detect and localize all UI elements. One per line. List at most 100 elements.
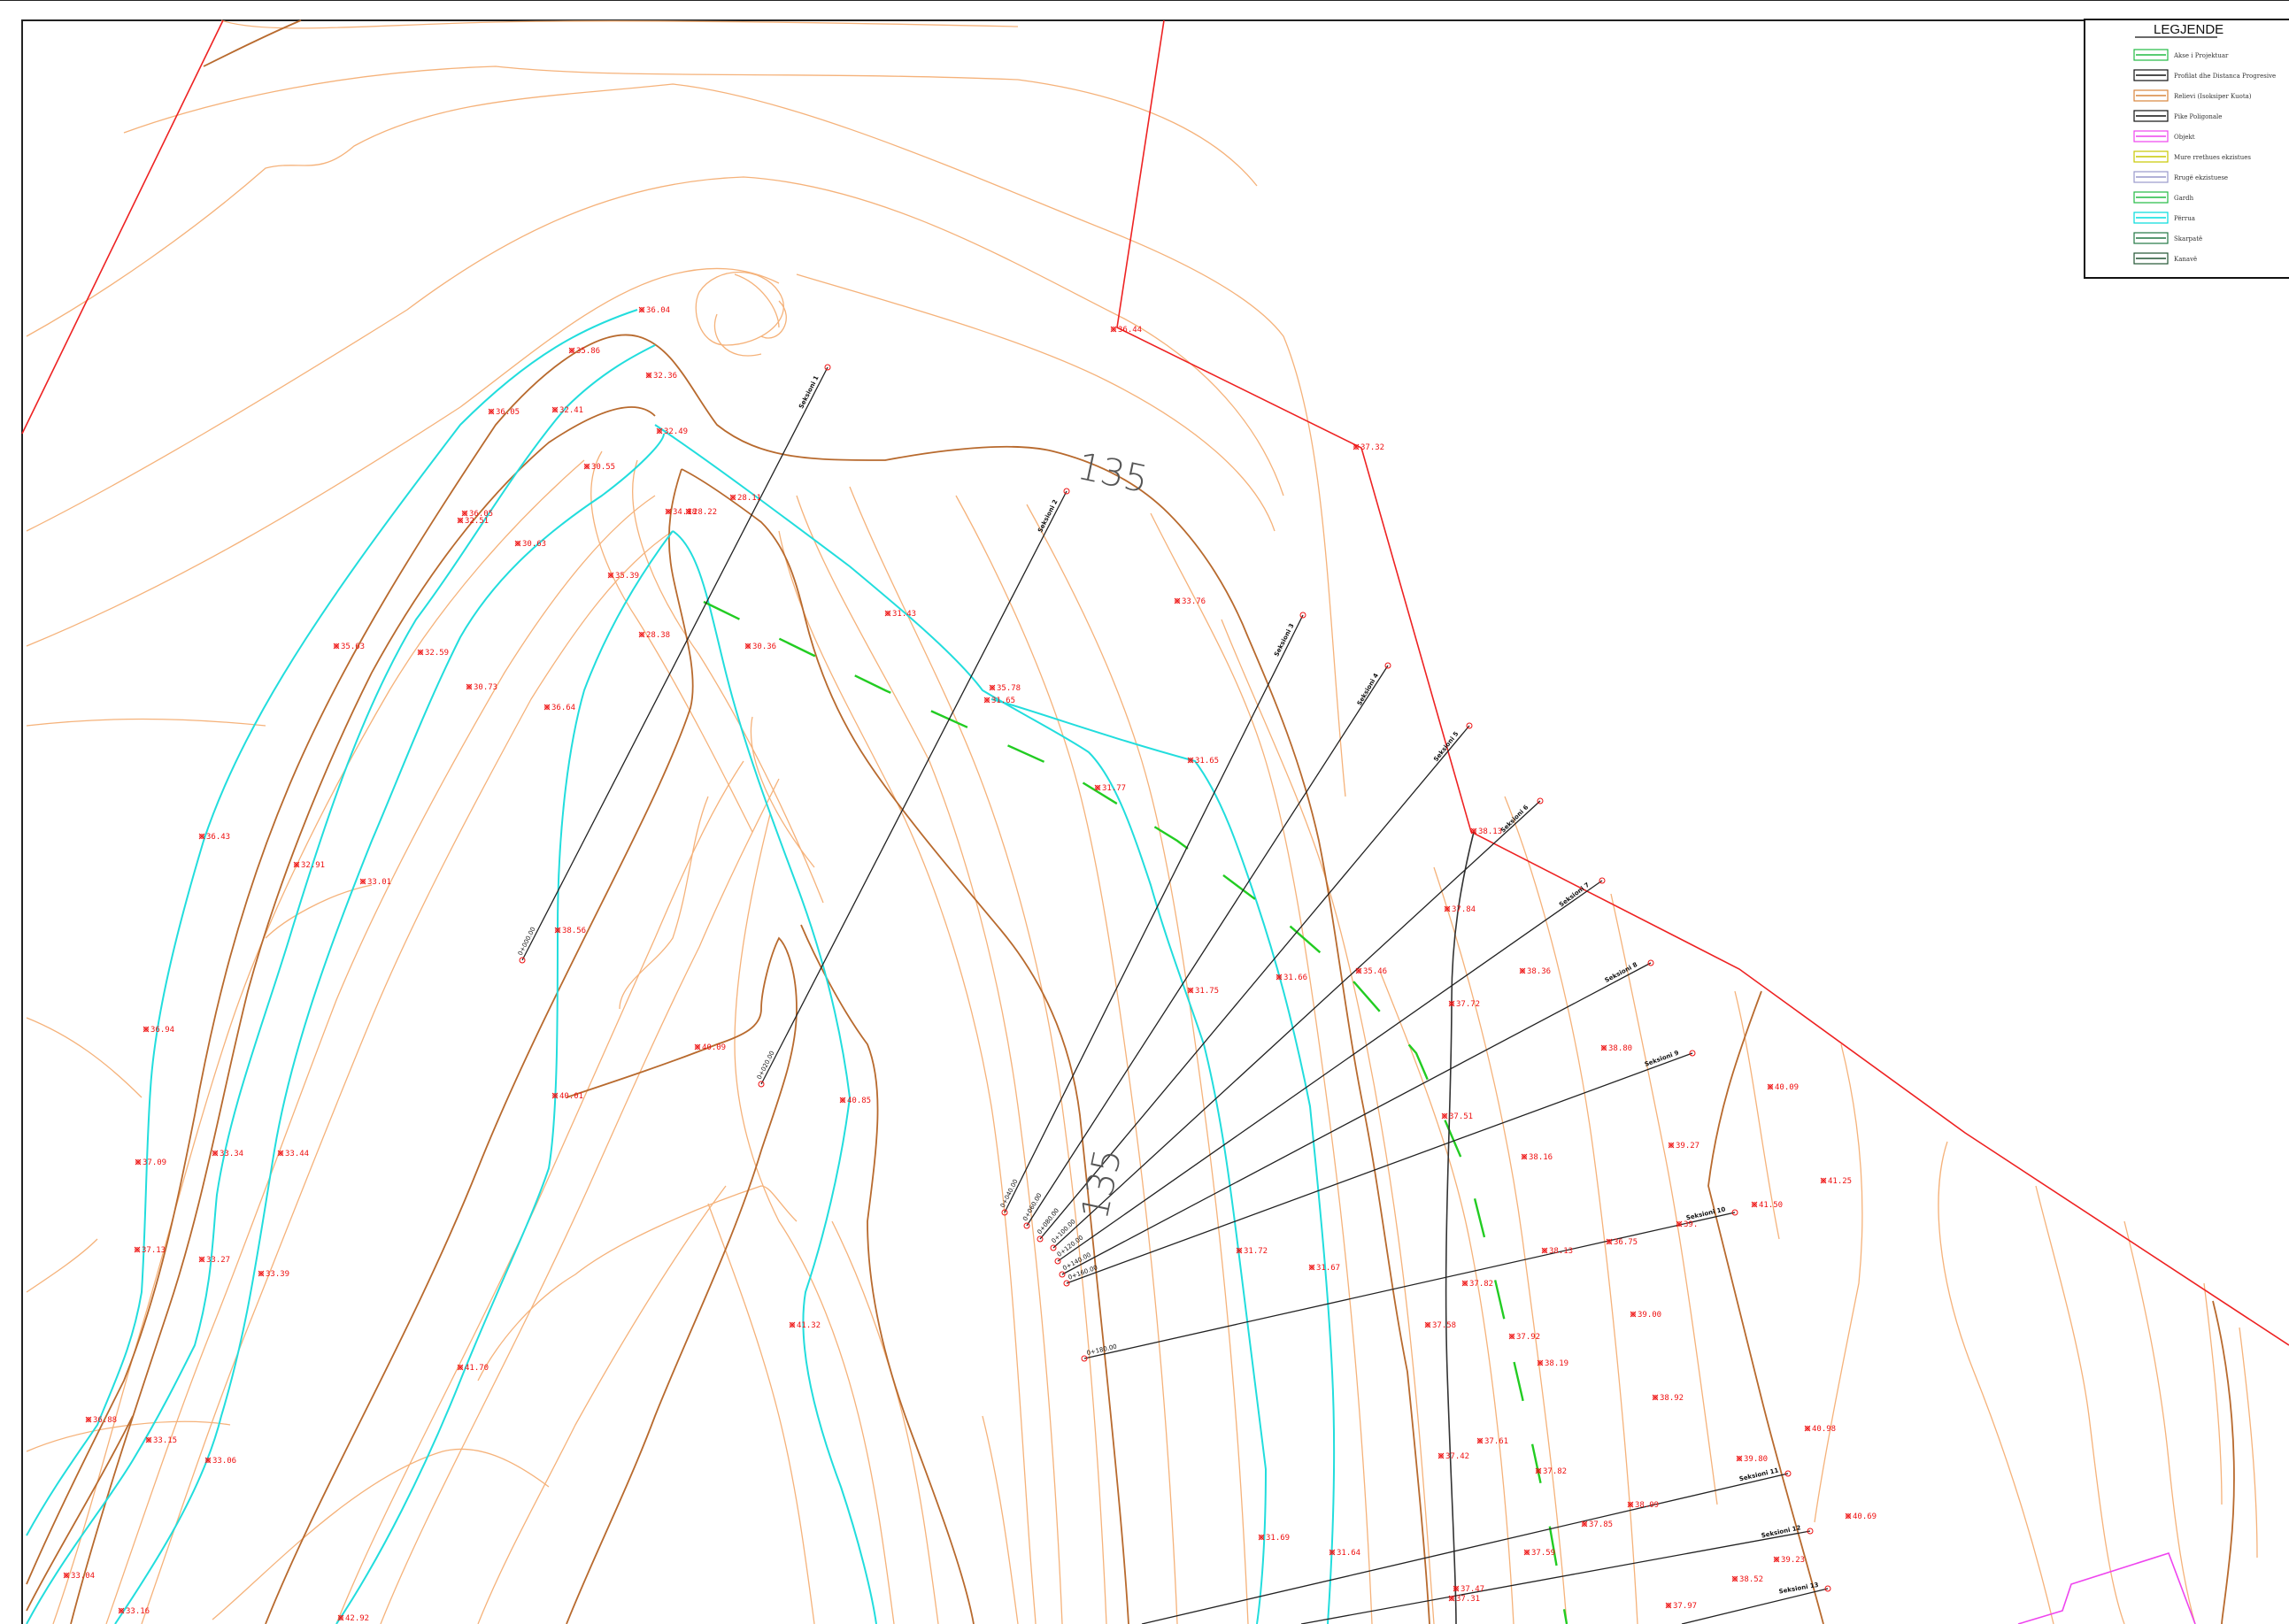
point-cross-icon [337, 1614, 344, 1621]
survey-point: 30.55 [583, 463, 615, 472]
section-end-marker-icon [1784, 1470, 1792, 1477]
point-elevation-label: 33.44 [285, 1150, 309, 1158]
point-marker-icon [1524, 1550, 1530, 1555]
point-elevation-label: 39. [1684, 1220, 1698, 1229]
point-cross-icon [607, 572, 614, 579]
point-elevation-label: 38.09 [1635, 1501, 1659, 1510]
section-end-marker-icon [1599, 877, 1606, 884]
chainage-marker-icon [1081, 1355, 1088, 1362]
road-line-icon [2133, 171, 2169, 183]
building-icon [2133, 130, 2169, 142]
point-elevation-label: 36.05 [469, 510, 493, 519]
point-marker-icon [466, 684, 472, 689]
point-marker-icon [1582, 1521, 1587, 1527]
point-marker-icon [294, 862, 299, 867]
section-end-marker-icon [1537, 797, 1544, 804]
point-cross-icon [1731, 1575, 1738, 1582]
survey-point: 31.75 [1187, 987, 1219, 996]
survey-point: 28.38 [638, 631, 670, 640]
point-cross-icon [198, 1256, 205, 1263]
point-elevation-label: 30.36 [752, 643, 776, 651]
point-elevation-label: 32.91 [301, 861, 325, 870]
point-cross-icon [1627, 1501, 1634, 1508]
point-cross-icon [466, 683, 473, 690]
point-elevation-label: 40.69 [1853, 1512, 1877, 1521]
section-end-marker-icon [1384, 662, 1391, 669]
survey-point: 37.82 [1461, 1280, 1493, 1289]
survey-point: 33.16 [118, 1607, 150, 1616]
survey-point: 39.23 [1773, 1556, 1805, 1565]
point-marker-icon [639, 307, 644, 312]
legend-item-label: Rrugë ekzistuese [2174, 174, 2228, 181]
survey-point: 37.51 [1441, 1112, 1473, 1121]
survey-point: 37.32 [1353, 443, 1384, 452]
survey-point: 36.94 [143, 1026, 174, 1035]
contour-icon [2133, 89, 2169, 102]
survey-point: 33.34 [212, 1150, 243, 1158]
point-elevation-label: 39.27 [1676, 1142, 1699, 1151]
point-marker-icon [1752, 1202, 1757, 1207]
point-elevation-label: 35.39 [615, 572, 639, 581]
point-marker-icon [489, 409, 494, 414]
point-cross-icon [1187, 757, 1194, 764]
point-cross-icon [729, 494, 736, 501]
point-cross-icon [1820, 1177, 1827, 1184]
survey-point: 39.80 [1736, 1455, 1768, 1464]
point-elevation-label: 37.51 [1449, 1112, 1473, 1121]
point-elevation-label: 31.75 [1195, 987, 1219, 996]
point-elevation-label: 39.80 [1744, 1455, 1768, 1464]
point-marker-icon [1111, 327, 1116, 332]
point-cross-icon [983, 697, 990, 704]
point-marker-icon [1774, 1557, 1779, 1562]
point-marker-icon [666, 509, 671, 514]
point-marker-icon [646, 373, 651, 378]
dashed-axis-icon [2133, 49, 2169, 61]
point-marker-icon [745, 643, 751, 649]
legend-box [2084, 19, 2289, 279]
point-marker-icon [1462, 1281, 1468, 1286]
survey-point: 42.92 [337, 1614, 369, 1623]
point-cross-icon [1329, 1549, 1336, 1556]
point-cross-icon [1541, 1247, 1548, 1254]
survey-point: 33.01 [359, 878, 391, 887]
point-elevation-label: 30.55 [591, 463, 615, 472]
point-cross-icon [1773, 1556, 1780, 1563]
survey-point: 39. [1676, 1220, 1698, 1229]
point-elevation-label: 33.15 [153, 1436, 177, 1445]
point-cross-icon [204, 1457, 212, 1464]
point-marker-icon [1259, 1535, 1264, 1540]
survey-point: 31.77 [1094, 784, 1126, 793]
point-elevation-label: 32.49 [664, 427, 688, 436]
chainage-marker-icon [1054, 1258, 1061, 1265]
point-cross-icon [1676, 1220, 1683, 1228]
point-elevation-label: 28.11 [737, 494, 761, 503]
point-elevation-label: 33.39 [266, 1270, 289, 1279]
point-marker-icon [1536, 1468, 1541, 1474]
point-elevation-label: 38.16 [1529, 1153, 1553, 1162]
point-elevation-label: 38.92 [1660, 1394, 1684, 1403]
legend-item: Profilat dhe Distanca Progresive [2133, 69, 2276, 81]
point-cross-icon [1258, 1534, 1265, 1541]
point-cross-icon [656, 427, 663, 435]
legend-item-label: Relievi (Isoksiper Kuota) [2174, 93, 2252, 100]
contour-lines-minor [26, 19, 2258, 1624]
survey-point: 38.16 [1521, 1153, 1553, 1162]
point-cross-icon [1652, 1394, 1659, 1401]
survey-point: 35.86 [568, 347, 600, 356]
point-cross-icon [488, 408, 495, 415]
point-marker-icon [730, 495, 736, 500]
point-cross-icon [198, 833, 205, 840]
point-cross-icon [1668, 1142, 1675, 1149]
point-cross-icon [1600, 1044, 1607, 1051]
point-elevation-label: 31.67 [1316, 1264, 1340, 1273]
legend-item-label: Akse i Projektuar [2173, 52, 2229, 59]
point-elevation-label: 33.01 [367, 878, 391, 887]
survey-point: 36.05 [461, 510, 493, 519]
survey-point: 33.27 [198, 1256, 230, 1265]
legend-item-label: Përrua [2174, 215, 2195, 222]
point-elevation-label: 41.70 [465, 1364, 489, 1373]
point-marker-icon [840, 1097, 845, 1103]
point-cross-icon [1437, 1452, 1445, 1459]
legend-item: Skarpatë [2133, 232, 2202, 244]
